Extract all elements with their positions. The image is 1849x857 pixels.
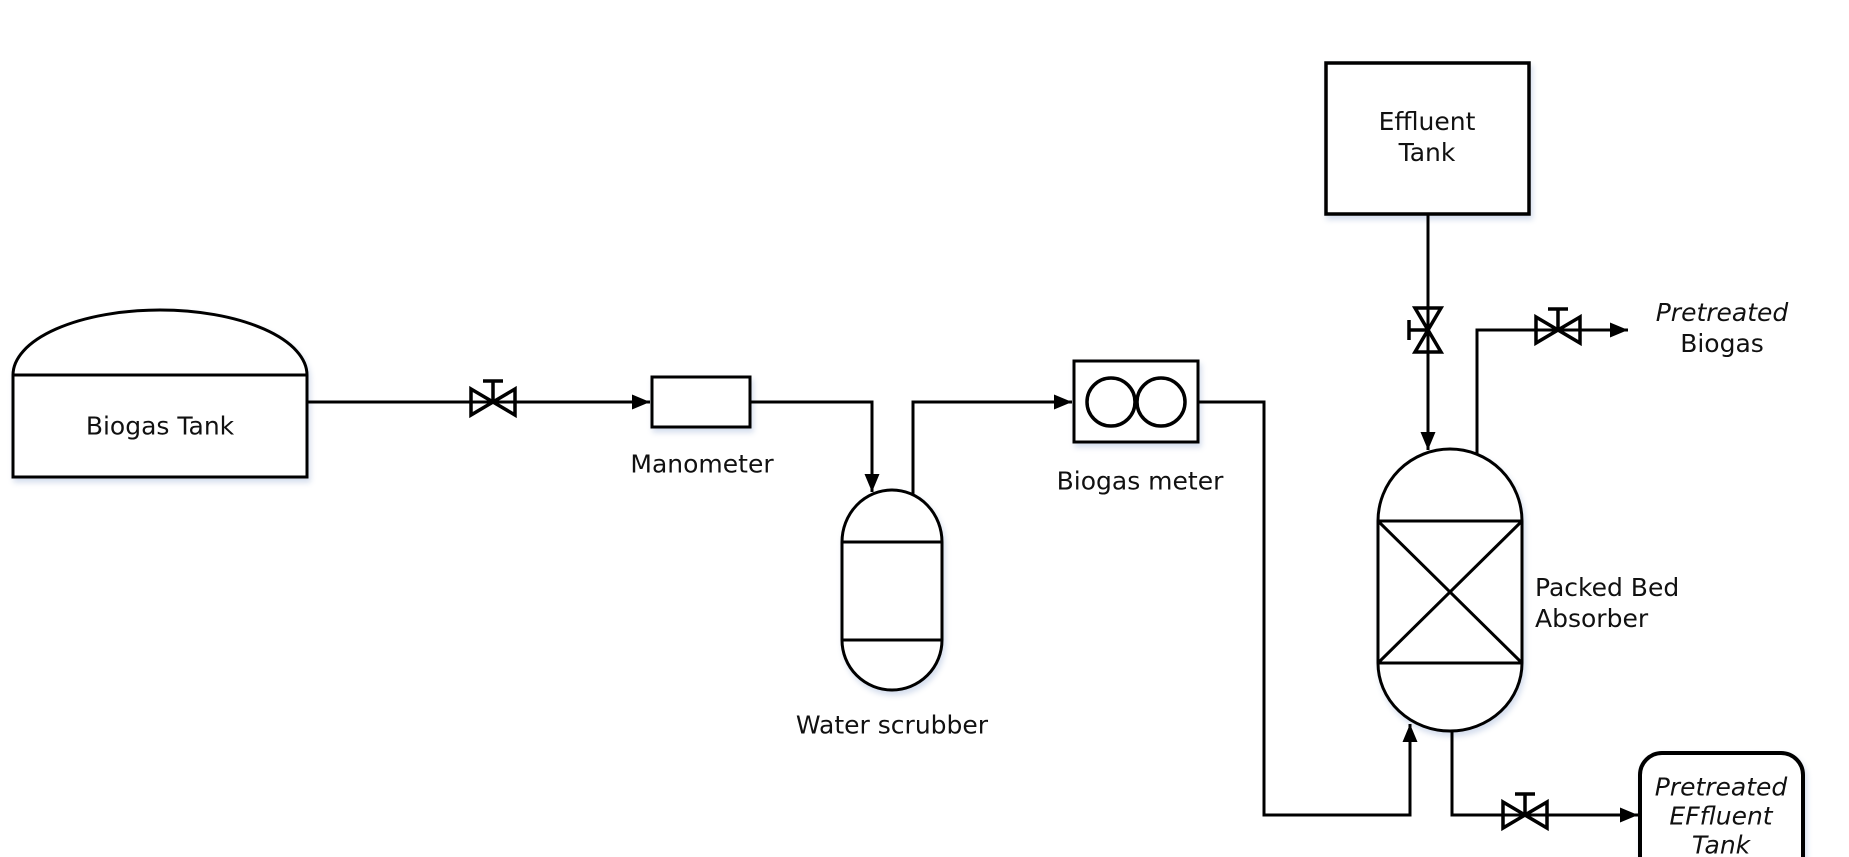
pipe-manometer-to-water-scrubber [750,400,880,492]
pretreated-biogas-valve-icon [1534,307,1582,347]
effluent-tank-label: Effluent Tank [1379,106,1476,168]
water-scrubber-label: Water scrubber [795,710,989,740]
pretreated-effluent-tank-label: Pretreated EFfluent Tank [1655,773,1788,857]
pipe-water-scrubber-to-biogas-meter [911,394,1072,495]
water-scrubber-shape [840,488,944,692]
effluent-outlet-valve-icon [1501,792,1549,832]
pipe-absorber-to-pretreated-effluent-tank [1450,731,1638,823]
effluent-feed-valve-icon [1407,306,1445,354]
effluent-tank-shape [1324,61,1531,216]
biogas-tank-label: Biogas Tank [85,411,235,441]
packed-bed-absorber-label-line1: Packed Bed [1535,573,1680,602]
manometer-shape [650,375,752,429]
pipe-absorber-to-pretreated-biogas [1475,322,1628,454]
pretreated-effluent-tank-shape [1638,751,1805,857]
pretreated-biogas-label-line1: Pretreated [1655,298,1789,327]
packed-bed-absorber-label: Packed Bed Absorber [1535,572,1679,634]
pretreated-effluent-tank-label-line1: Pretreated [1654,772,1788,802]
pipe-biogas-meter-to-absorber-bottom [1198,400,1418,817]
biogas-meter-shape [1072,359,1200,444]
packing-cross-line-2 [1376,519,1524,665]
packed-bed-absorber-shape [1376,447,1524,733]
manometer-label: Manometer [630,449,774,479]
effluent-tank-label-line1: Effluent [1378,107,1476,136]
pretreated-effluent-tank-label-line3: Tank [1691,830,1751,857]
pretreated-biogas-label-line2: Biogas [1680,329,1764,358]
effluent-tank-label-line2: Tank [1398,138,1456,167]
biogas-tank-shape [11,308,309,479]
pretreated-biogas-label: Pretreated Biogas [1656,297,1789,359]
packed-bed-absorber-label-line2: Absorber [1535,604,1649,633]
pretreated-effluent-tank-label-line2: EFfluent [1669,801,1773,831]
inlet-valve-icon [469,379,517,419]
biogas-meter-label: Biogas meter [1056,466,1224,496]
